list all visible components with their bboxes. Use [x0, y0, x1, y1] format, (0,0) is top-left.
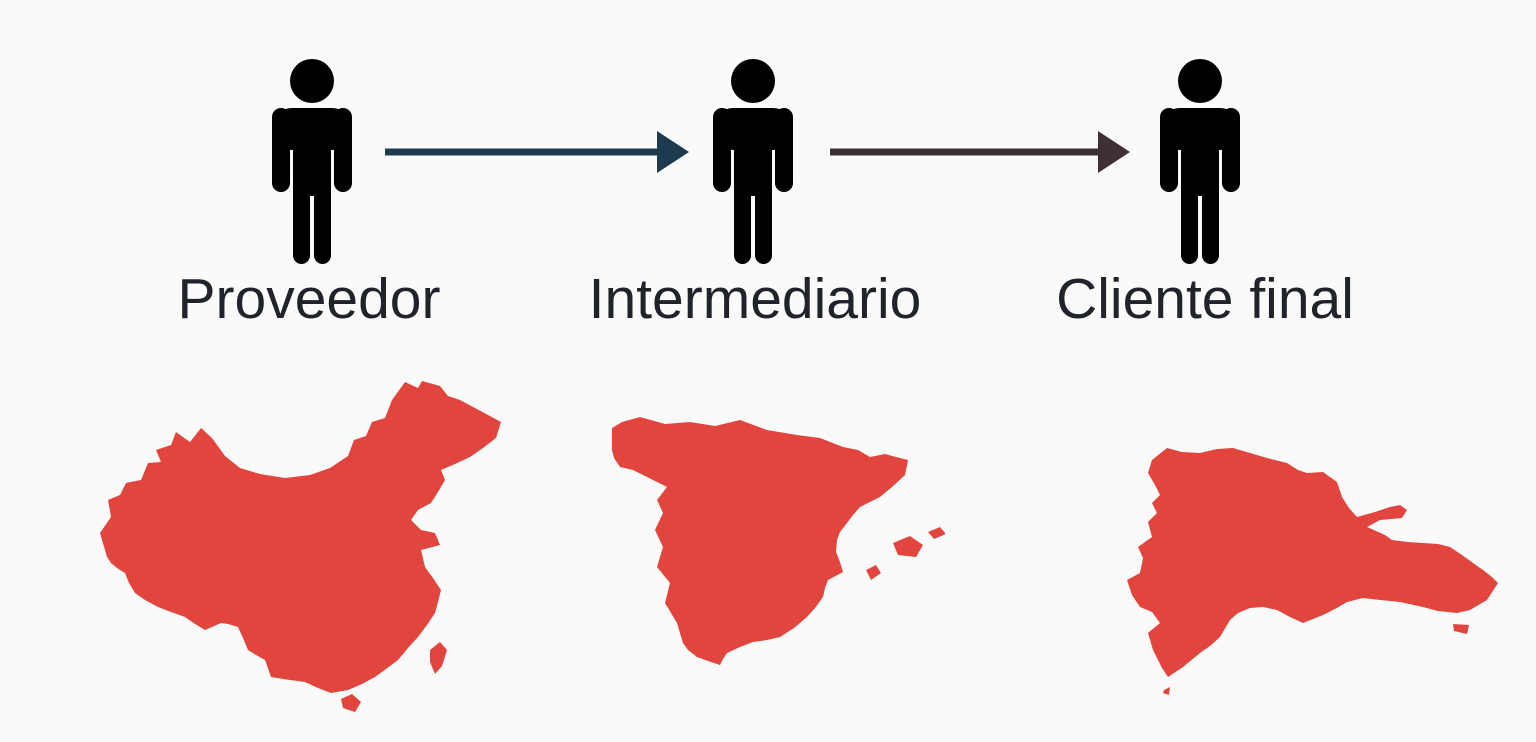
person-icon-proveedor: [272, 59, 352, 264]
step-label-cliente-final: Cliente final: [1056, 267, 1354, 331]
dominican-republic-map: [1127, 448, 1498, 695]
person-icon-intermediario: [713, 59, 793, 264]
step-label-proveedor: Proveedor: [177, 267, 441, 331]
china-map: [100, 381, 501, 712]
person-icon-cliente-final: [1160, 59, 1240, 264]
step-label-intermediario: Intermediario: [588, 267, 922, 331]
arrow-proveedor-to-intermediario-icon: [385, 131, 689, 173]
spain-map: [612, 417, 945, 665]
arrow-intermediario-to-cliente-icon: [830, 131, 1130, 173]
